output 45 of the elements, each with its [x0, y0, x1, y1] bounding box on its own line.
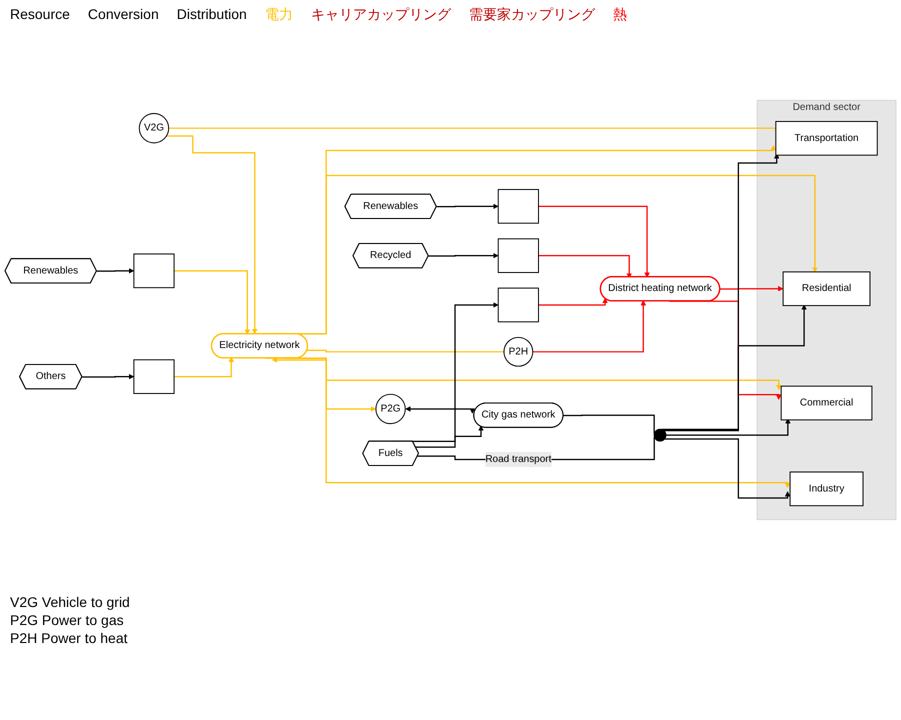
node-box: [498, 189, 539, 224]
arrow: [666, 418, 791, 436]
node-box: [133, 359, 175, 394]
node-box: Residential: [782, 271, 870, 306]
node-box: [133, 254, 175, 288]
annotation-text: 電力: [264, 6, 293, 24]
node-box: Industry: [790, 472, 864, 506]
arrow: [82, 374, 134, 380]
node-box: Commercial: [780, 386, 872, 420]
arrow: [538, 298, 608, 306]
abbreviation-note: V2G Vehicle to grid: [10, 594, 131, 610]
arrow: [664, 304, 807, 432]
column-heading: Resource: [10, 6, 70, 24]
column-heading: Distribution: [176, 6, 247, 24]
arrow: [405, 406, 476, 414]
column-heading: Conversion: [88, 6, 159, 24]
node-circle: P2G: [375, 394, 406, 424]
node-box: [498, 288, 539, 322]
node-box: [498, 238, 539, 273]
arrow: [272, 357, 376, 412]
edge-label: Road transport: [485, 454, 552, 465]
abbreviation-note: P2H Power to heat: [10, 630, 129, 646]
arrow: [538, 206, 650, 278]
node-circle: [654, 428, 666, 442]
arrow: [416, 425, 484, 448]
arrow: [664, 438, 790, 499]
abbreviation-note: P2G Power to gas: [10, 612, 125, 628]
connector: [563, 414, 655, 434]
node-circle: V2G: [138, 113, 170, 144]
arrow: [174, 356, 234, 378]
arrow: [436, 204, 498, 210]
arrow: [96, 268, 134, 274]
connector: [306, 350, 505, 352]
connector: [168, 128, 776, 132]
arrow: [532, 300, 646, 352]
annotation-text: 熱: [612, 6, 627, 24]
annotation-text: 需要家カップリング: [468, 6, 595, 24]
arrow: [166, 135, 258, 334]
node-circle: P2H: [504, 336, 534, 367]
arrow: [662, 153, 780, 430]
annotation-text: キャリアカップリング: [310, 6, 451, 24]
arrow: [428, 252, 498, 258]
arrow: [174, 270, 250, 335]
arrow: [720, 286, 784, 292]
node-box: Transportation: [775, 121, 878, 156]
